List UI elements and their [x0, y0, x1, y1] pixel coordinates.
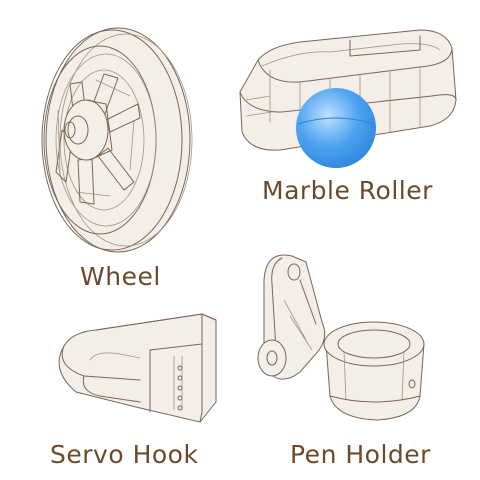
wheel-label: Wheel — [80, 262, 161, 291]
servo-hook-body — [58, 313, 217, 423]
marble-roller-label: Marble Roller — [262, 176, 433, 205]
marble-ball — [296, 88, 376, 168]
servo-hook-holes — [177, 365, 183, 411]
pen-holder-ring — [323, 321, 425, 421]
wheel-hub — [63, 99, 113, 161]
servo-hook-label: Servo Hook — [50, 440, 199, 469]
pen-holder-arm — [257, 254, 326, 380]
pen-holder-label: Pen Holder — [290, 440, 431, 469]
